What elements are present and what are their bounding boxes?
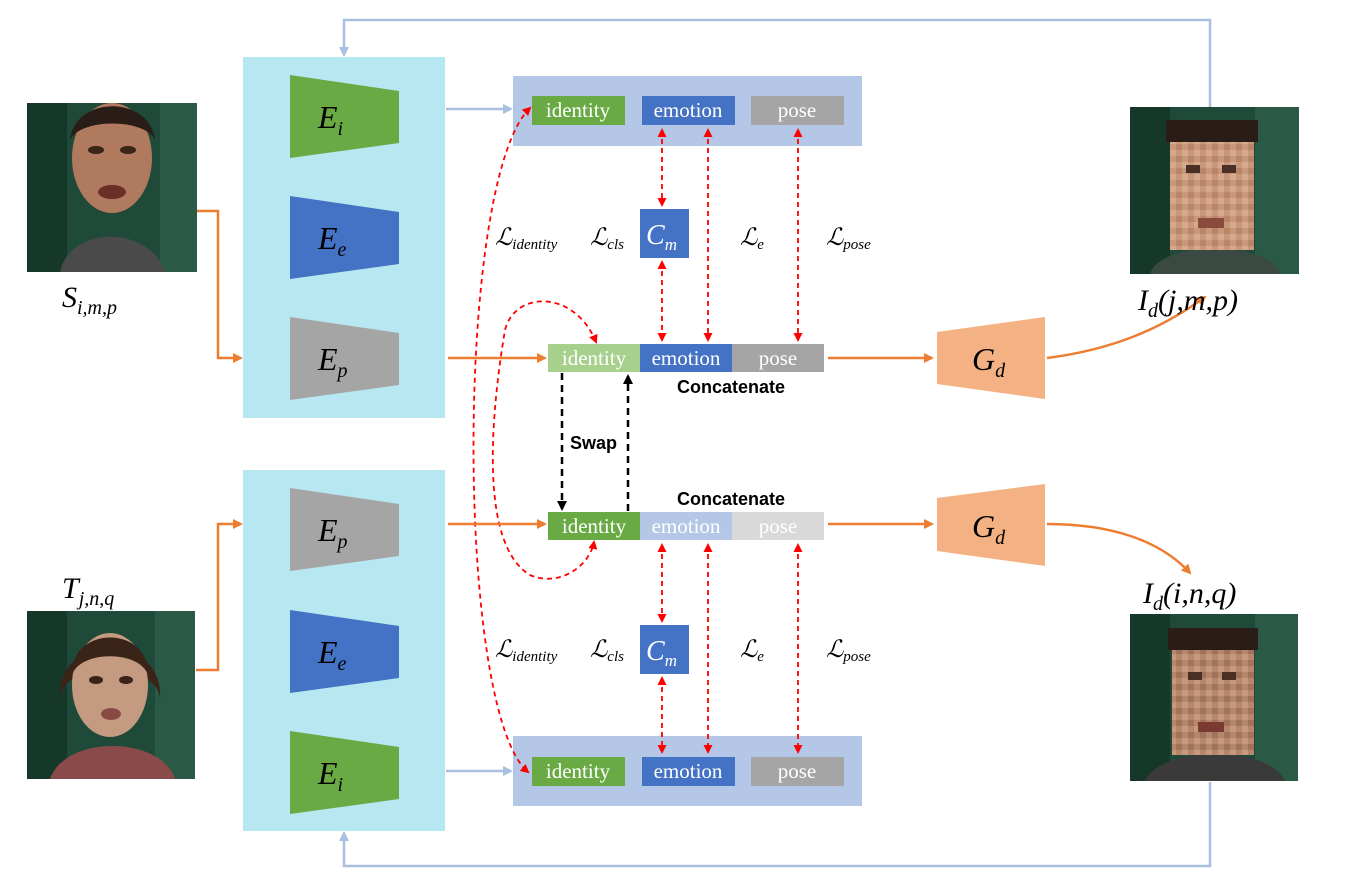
loss-arrows — [472, 106, 803, 774]
output-label-bottom: Id(i,n,q) — [1142, 577, 1236, 615]
svg-text:emotion: emotion — [654, 98, 723, 122]
svg-text:identity: identity — [546, 759, 611, 783]
svg-text:Ei: Ei — [317, 755, 343, 796]
decoder-top: Gd — [937, 317, 1045, 399]
output-label-top: Id(j,m,p) — [1137, 284, 1238, 322]
svg-text:pose: pose — [759, 514, 798, 538]
feature-box-top: identity emotion pose — [513, 76, 862, 146]
classifier-top: Cm — [640, 209, 689, 258]
feedback-loop-top — [339, 18, 1212, 107]
feedback-loop-bottom — [339, 782, 1212, 868]
encoder-identity-bottom: Ei — [290, 731, 399, 814]
svg-text:emotion: emotion — [652, 514, 721, 538]
svg-text:Ee: Ee — [317, 220, 347, 261]
svg-text:Cm: Cm — [646, 220, 677, 254]
loss-cls-bottom: ℒcls — [590, 637, 624, 665]
svg-text:Ei: Ei — [317, 99, 343, 140]
encoder-identity-top: Ei — [290, 75, 399, 158]
loss-identity-top: ℒidentity — [495, 225, 558, 253]
svg-text:Ep: Ep — [317, 512, 348, 553]
encoder-pose-bottom: Ep — [290, 488, 399, 571]
concatenate-label-top: Concatenate — [677, 377, 785, 397]
svg-text:pose: pose — [759, 346, 798, 370]
classifier-bottom: Cm — [640, 625, 689, 674]
svg-text:identity: identity — [562, 514, 627, 538]
decoder-bottom: Gd — [937, 484, 1045, 566]
loss-e-top: ℒe — [740, 225, 764, 253]
svg-text:identity: identity — [546, 98, 611, 122]
encoder-emotion-bottom: Ee — [290, 610, 399, 693]
svg-text:Gd: Gd — [972, 341, 1006, 382]
concat-bar-top: identity emotion pose — [548, 344, 824, 372]
swap-label: Swap — [570, 433, 617, 453]
feature-box-bottom: identity emotion pose — [513, 736, 862, 806]
svg-text:Cm: Cm — [646, 636, 677, 670]
svg-text:Ep: Ep — [317, 341, 348, 382]
loss-identity-bottom: ℒidentity — [495, 637, 558, 665]
concatenate-label-bottom: Concatenate — [677, 489, 785, 509]
generated-face-photo-top — [1130, 107, 1299, 274]
svg-text:pose: pose — [778, 759, 817, 783]
svg-text:emotion: emotion — [652, 346, 721, 370]
source-face-photo — [27, 103, 197, 272]
source-label: Si,m,p — [62, 281, 117, 319]
svg-text:pose: pose — [778, 98, 817, 122]
encoder-emotion-top: Ee — [290, 196, 399, 279]
svg-text:Ee: Ee — [317, 634, 347, 675]
target-label: Tj,n,q — [62, 572, 114, 610]
loss-cls-top: ℒcls — [590, 225, 624, 253]
svg-text:emotion: emotion — [654, 759, 723, 783]
generated-face-photo-bottom — [1130, 614, 1298, 781]
target-face-photo — [27, 611, 195, 779]
encoder-pose-top: Ep — [290, 317, 399, 400]
svg-text:Gd: Gd — [972, 508, 1006, 549]
concat-bar-bottom: identity emotion pose — [548, 512, 824, 540]
loss-pose-top: ℒpose — [826, 225, 871, 253]
loss-pose-bottom: ℒpose — [826, 637, 871, 665]
loss-e-bottom: ℒe — [740, 637, 764, 665]
svg-text:identity: identity — [562, 346, 627, 370]
flow-arrows — [196, 209, 1207, 672]
